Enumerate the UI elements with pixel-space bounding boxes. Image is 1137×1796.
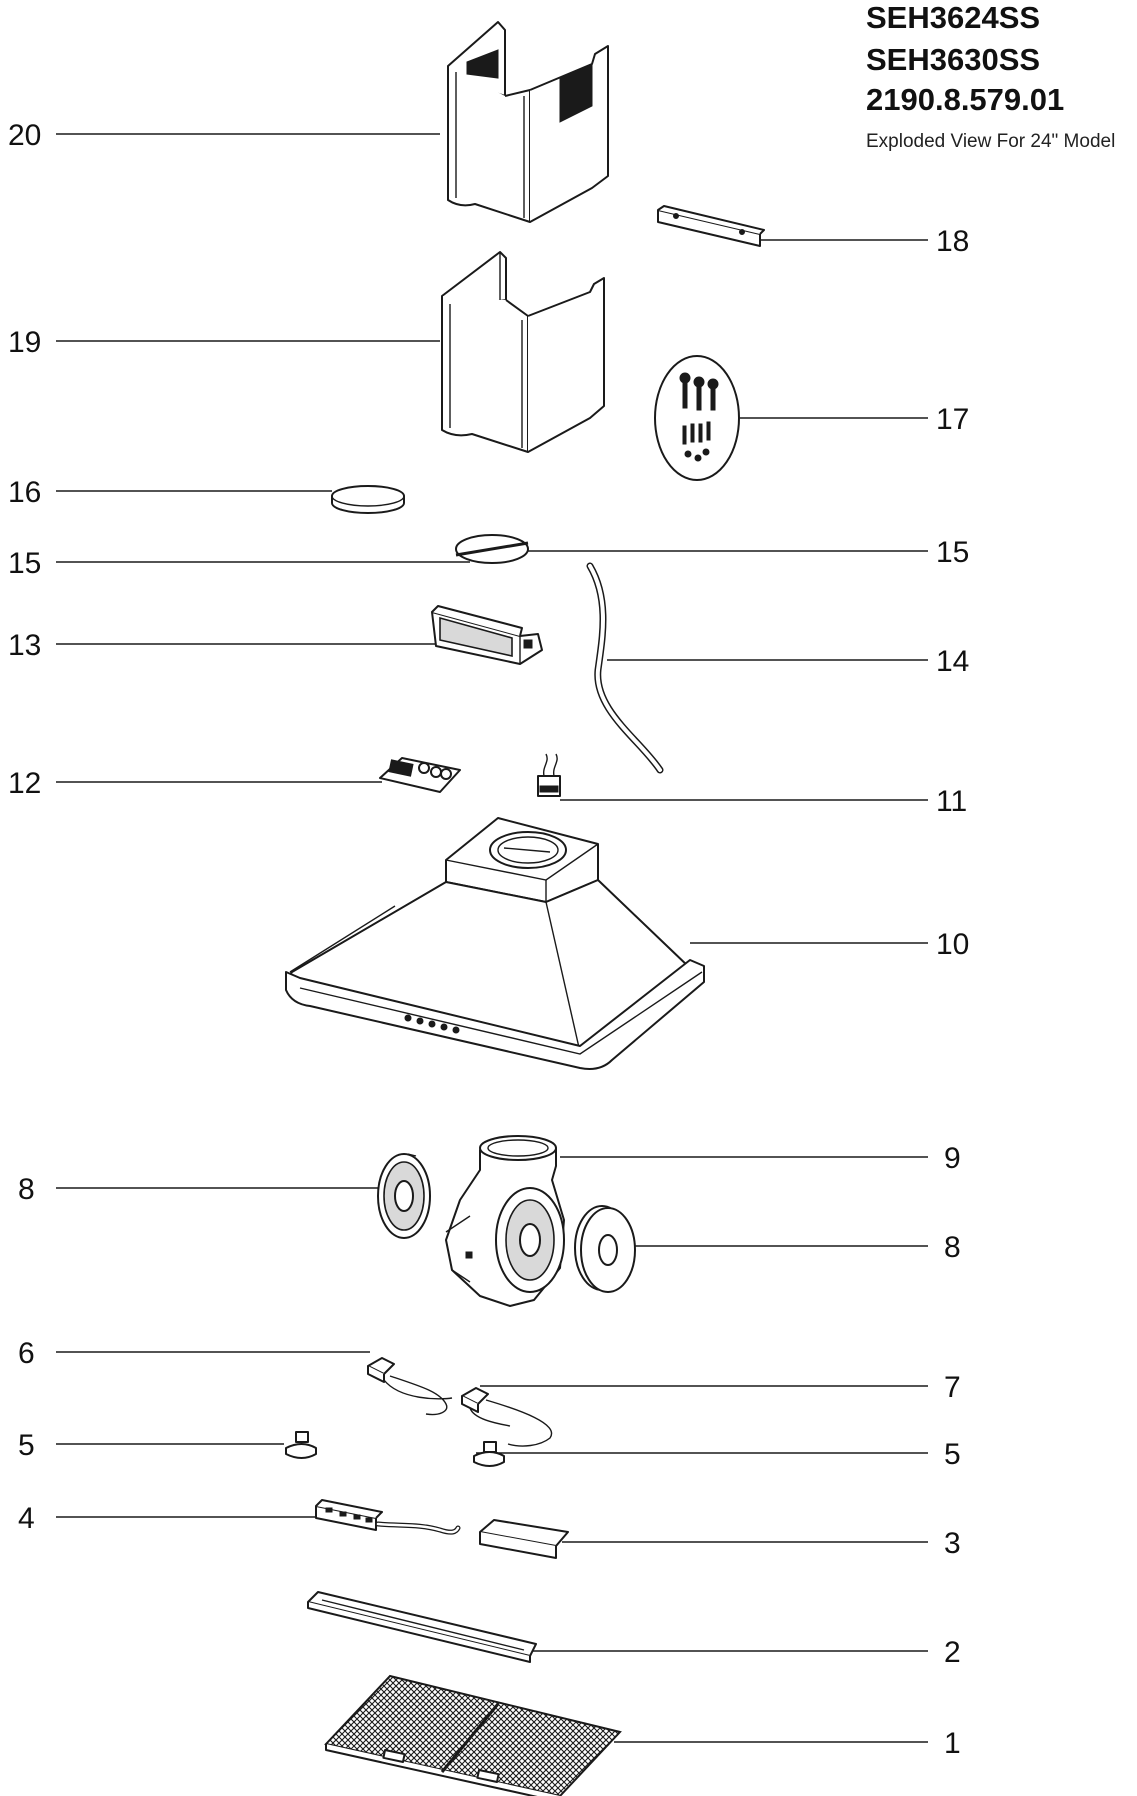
label-3: 3: [944, 1527, 961, 1560]
control-switch-part: [315, 1499, 461, 1535]
label-1: 1: [944, 1727, 961, 1760]
diagram-subtitle: Exploded View For 24" Model: [866, 131, 1116, 152]
label-15-left: 15: [8, 547, 41, 580]
label-17: 17: [936, 403, 969, 436]
part-number: 2190.8.579.01: [866, 82, 1065, 117]
damper-flap-part: [455, 534, 529, 564]
label-18: 18: [936, 225, 969, 258]
label-9: 9: [944, 1142, 961, 1175]
label-5-left: 5: [18, 1429, 35, 1462]
charcoal-filter-left-part: [377, 1153, 431, 1239]
label-5-right: 5: [944, 1438, 961, 1471]
lamp-holder-right-part: [461, 1387, 553, 1447]
halogen-lamp-right-part: [473, 1441, 505, 1467]
model-number-1: SEH3624SS: [866, 0, 1041, 35]
circuit-board-part: [379, 757, 461, 793]
front-panel-part: [307, 1591, 537, 1663]
label-6: 6: [18, 1337, 35, 1370]
leader-lines: [56, 133, 928, 1743]
label-13: 13: [8, 629, 41, 662]
control-box-part: [431, 605, 543, 665]
damper-collar-part: [331, 485, 405, 514]
label-15-right: 15: [936, 536, 969, 569]
halogen-lamp-left-part: [285, 1431, 317, 1459]
grease-filter-part: [324, 1674, 622, 1796]
light-cover-part: [479, 1519, 569, 1559]
label-2: 2: [944, 1636, 961, 1669]
label-19: 19: [8, 326, 41, 359]
blower-motor-part: [445, 1135, 565, 1307]
label-16: 16: [8, 476, 41, 509]
terminal-connector-part: [537, 753, 561, 797]
label-20: 20: [8, 119, 41, 152]
model-number-2: SEH3630SS: [866, 42, 1041, 77]
lamp-holder-left-part: [367, 1357, 453, 1416]
upper-chimney-part: [447, 21, 609, 223]
lower-chimney-part: [441, 251, 605, 453]
label-7: 7: [944, 1371, 961, 1404]
label-8-left: 8: [18, 1173, 35, 1206]
part-number-labels: 20 19 16 15 15 13 14 12 11 10 18 17 9 8 …: [8, 119, 969, 1760]
hood-canopy-part: [285, 817, 705, 1070]
label-12: 12: [8, 767, 41, 800]
label-11: 11: [936, 785, 967, 818]
label-4: 4: [18, 1502, 35, 1535]
mounting-bracket-part: [657, 205, 765, 247]
screw-kit-part: [654, 355, 740, 481]
charcoal-filter-right-part: [574, 1205, 636, 1293]
label-8-right: 8: [944, 1231, 961, 1264]
power-cord-part: [586, 562, 664, 774]
label-10: 10: [936, 928, 969, 961]
label-14: 14: [936, 645, 969, 678]
